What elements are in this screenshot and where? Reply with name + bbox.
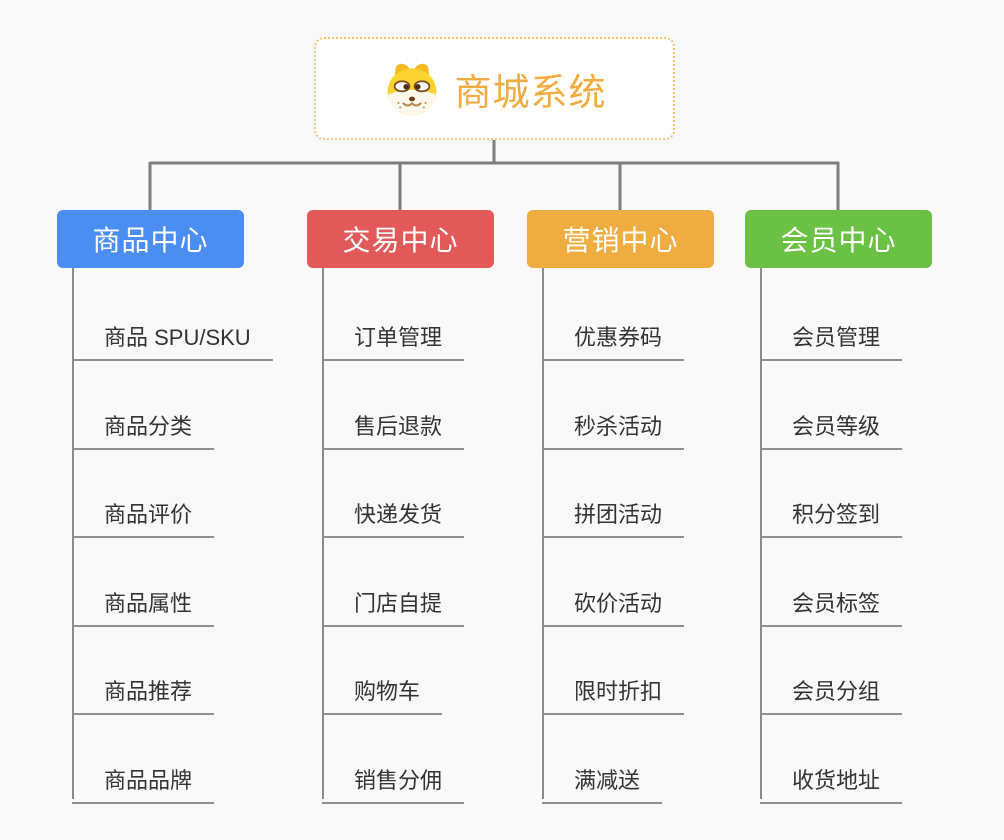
branch-node-member-center[interactable]: 会员中心: [745, 210, 932, 268]
leaf-node[interactable]: 优惠券码: [542, 320, 685, 361]
leaf-node[interactable]: 购物车: [322, 674, 443, 715]
leaf-node[interactable]: 销售分佣: [322, 763, 465, 804]
leaf-node[interactable]: 商品品牌: [72, 763, 215, 804]
root-node-mall-system[interactable]: 商城系统: [314, 37, 675, 140]
branch-label: 商品中心: [92, 225, 209, 256]
leaf-node[interactable]: 拼团活动: [542, 497, 685, 538]
leaf-node[interactable]: 满减送: [542, 763, 663, 804]
branch-node-marketing-center[interactable]: 营销中心: [527, 210, 714, 268]
leaf-node[interactable]: 快递发货: [322, 497, 465, 538]
leaf-node[interactable]: 门店自提: [322, 586, 465, 627]
leaf-node[interactable]: 会员管理: [760, 320, 903, 361]
leaf-node[interactable]: 售后退款: [322, 409, 465, 450]
root-title: 商城系统: [454, 71, 607, 113]
leaf-node[interactable]: 会员分组: [760, 674, 903, 715]
leaf-node[interactable]: 积分签到: [760, 497, 903, 538]
leaf-node[interactable]: 砍价活动: [542, 586, 685, 627]
leaf-node[interactable]: 会员标签: [760, 586, 903, 627]
branch-node-trade-center[interactable]: 交易中心: [307, 210, 494, 268]
leaf-node[interactable]: 商品属性: [72, 586, 215, 627]
branch-label: 会员中心: [780, 225, 897, 256]
leaf-node[interactable]: 限时折扣: [542, 674, 685, 715]
leaf-node[interactable]: 会员等级: [760, 409, 903, 450]
leaf-node[interactable]: 秒杀活动: [542, 409, 685, 450]
doge-icon: [383, 61, 441, 117]
branch-label: 交易中心: [342, 225, 459, 256]
branch-node-product-center[interactable]: 商品中心: [57, 210, 244, 268]
leaf-node[interactable]: 商品评价: [72, 497, 215, 538]
leaf-node[interactable]: 商品 SPU/SKU: [72, 320, 273, 361]
leaf-node[interactable]: 收货地址: [760, 763, 903, 804]
leaf-node[interactable]: 商品分类: [72, 409, 215, 450]
branch-label: 营销中心: [562, 225, 679, 256]
leaf-node[interactable]: 订单管理: [322, 320, 465, 361]
leaf-node[interactable]: 商品推荐: [72, 674, 215, 715]
